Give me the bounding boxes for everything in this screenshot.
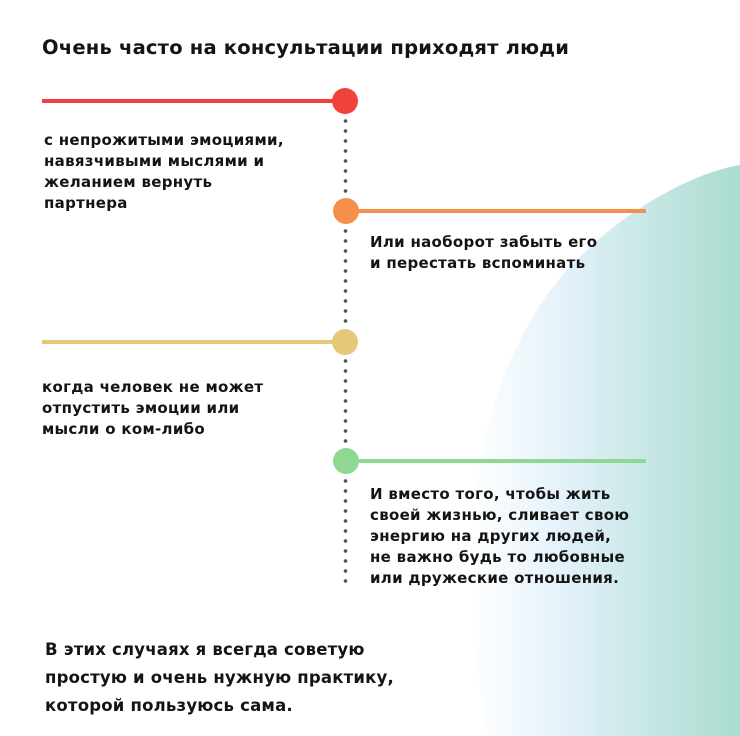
timeline-item-4-line: И вместо того, чтобы жить [370,485,611,503]
timeline-item-3-line: мысли о ком-либо [42,420,206,438]
timeline-node-green [333,448,359,474]
timeline-item-4: И вместо того, чтобы жить своей жизнью, … [370,484,629,589]
timeline-item-2-line: и перестать вспоминать [370,254,586,272]
timeline-item-4-line: не важно будь то любовные [370,548,625,566]
timeline-item-4-line: или дружеские отношения. [370,569,620,587]
timeline-item-4-line: энергию на других людей, [370,527,612,545]
footer-line: которой пользуюсь сама. [45,696,293,715]
timeline-item-1: с непрожитыми эмоциями, навязчивыми мысл… [44,130,284,214]
timeline-node-red [332,88,358,114]
timeline-item-2-line: Или наоборот забыть его [370,233,598,251]
timeline-item-3-line: когда человек не может [42,378,264,396]
timeline-item-1-line: желанием вернуть [44,173,213,191]
footer-text: В этих случаях я всегда советую простую … [45,636,394,720]
timeline-line-green [345,459,646,463]
footer-line: простую и очень нужную практику, [45,668,394,687]
timeline-node-orange [333,198,359,224]
page-title: Очень часто на консультации приходят люд… [42,36,570,59]
timeline-item-3: когда человек не может отпустить эмоции … [42,377,263,440]
timeline-line-red [42,99,347,103]
timeline-line-orange [345,209,646,213]
timeline-item-1-line: навязчивыми мыслями и [44,152,265,170]
timeline-item-4-line: своей жизнью, сливает свою [370,506,630,524]
timeline-item-3-line: отпустить эмоции или [42,399,240,417]
timeline-item-1-line: с непрожитыми эмоциями, [44,131,284,149]
timeline-item-1-line: партнера [44,194,128,212]
timeline-item-2: Или наоборот забыть его и перестать вспо… [370,232,597,274]
timeline-node-yellow [332,329,358,355]
footer-line: В этих случаях я всегда советую [45,640,365,659]
timeline-line-yellow [42,340,347,344]
